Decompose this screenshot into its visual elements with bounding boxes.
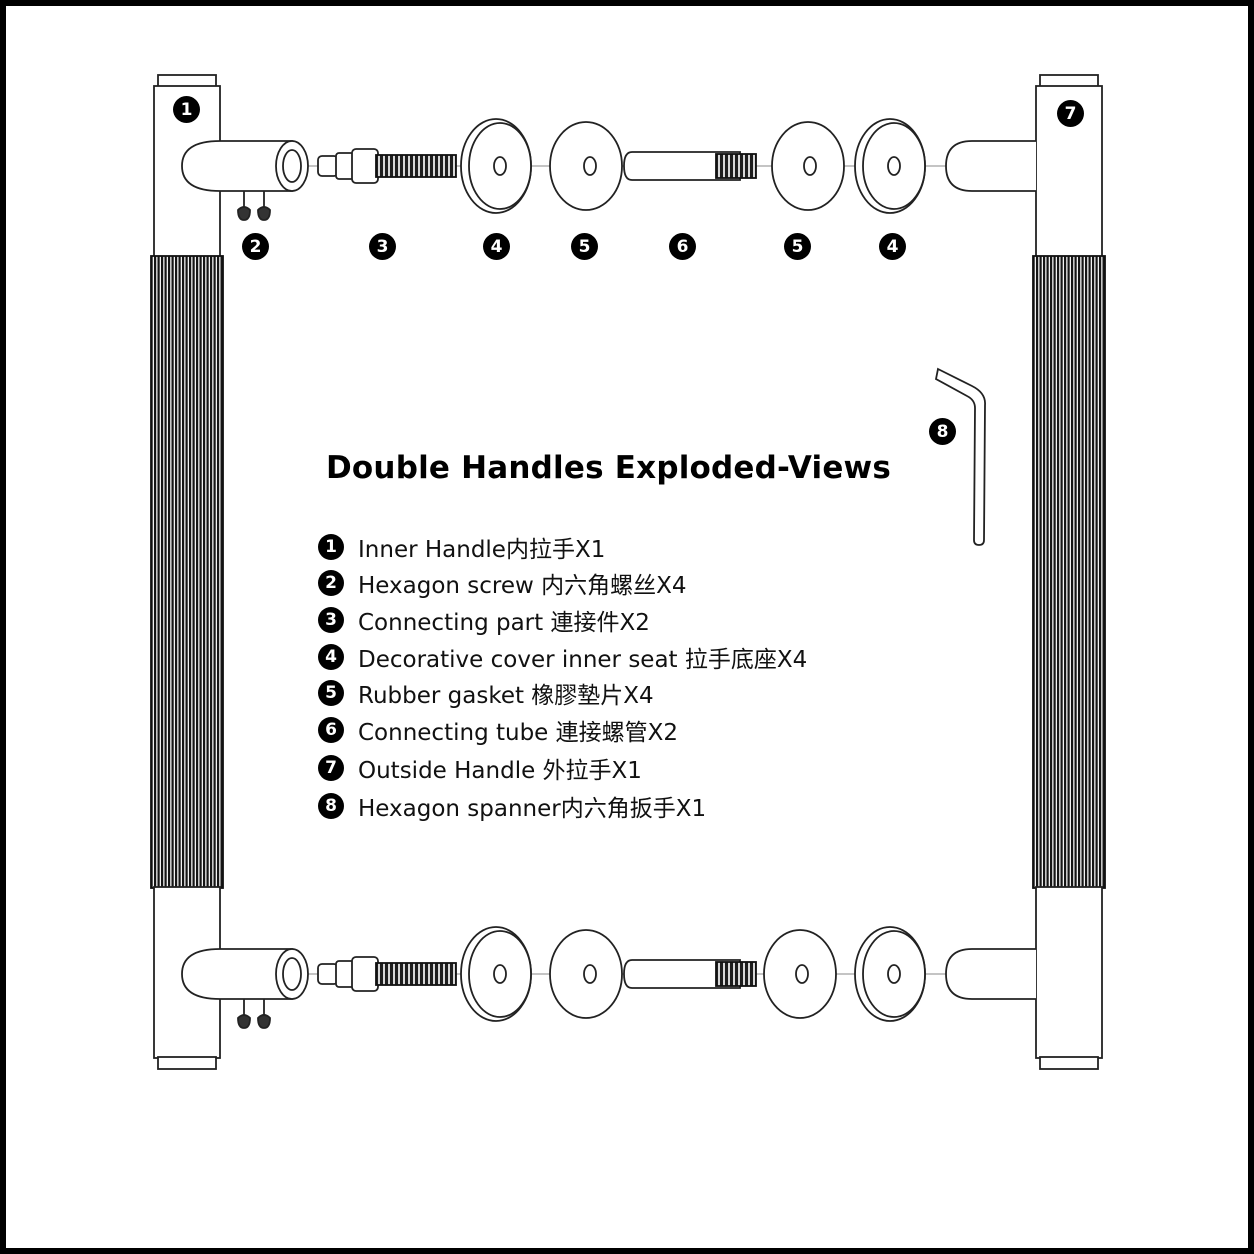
legend-item-label: Hexagon spanner内六角扳手X1 xyxy=(358,796,707,822)
callout-5a: 5 xyxy=(571,233,598,260)
callout-8: 8 xyxy=(929,418,956,445)
outside-handle-leg-top xyxy=(945,140,1036,192)
callout-1: 1 xyxy=(173,96,200,123)
connecting-tube-top xyxy=(623,151,757,181)
decorative-cover-top-left xyxy=(460,118,532,214)
outside-handle-right xyxy=(1032,74,1106,1070)
legend-item-label: Connecting part 連接件X2 xyxy=(358,610,650,636)
legend-item-label: Hexagon screw 内六角螺丝X4 xyxy=(358,573,687,599)
legend-number-badge: 1 xyxy=(318,534,344,560)
legend-number-badge: 2 xyxy=(318,570,344,596)
diagram-title: Double Handles Exploded-Views xyxy=(326,450,892,486)
hexagon-screws-top xyxy=(237,191,271,221)
callout-2: 2 xyxy=(242,233,269,260)
top-assembly-row xyxy=(181,118,1036,221)
decorative-cover-bottom-right xyxy=(854,926,926,1022)
decorative-cover-bottom-left xyxy=(460,926,532,1022)
legend-item: 5 Rubber gasket 橡膠墊片X4 xyxy=(318,676,654,710)
legend-item: 3 Connecting part 連接件X2 xyxy=(318,603,650,637)
rubber-gasket-bottom-left xyxy=(549,929,623,1019)
legend-item: 4 Decorative cover inner seat 拉手底座X4 xyxy=(318,640,807,674)
legend-item: 8 Hexagon spanner内六角扳手X1 xyxy=(318,789,706,823)
legend-item: 6 Connecting tube 連接螺管X2 xyxy=(318,713,678,747)
rubber-gasket-top-left xyxy=(549,121,623,211)
legend-item: 1 Inner Handle内拉手X1 xyxy=(318,530,605,564)
legend-item-label: Connecting tube 連接螺管X2 xyxy=(358,720,679,746)
inner-handle-leg-top xyxy=(181,140,293,192)
legend-number-badge: 3 xyxy=(318,607,344,633)
inner-handle-bottom-cap xyxy=(157,1056,217,1070)
callout-4b: 4 xyxy=(879,233,906,260)
bottom-assembly-row xyxy=(181,926,1036,1029)
legend-number-badge: 4 xyxy=(318,644,344,670)
inner-handle-leg-bottom xyxy=(181,948,293,1000)
decorative-cover-top-right xyxy=(854,118,926,214)
legend-item: 2 Hexagon screw 内六角螺丝X4 xyxy=(318,566,687,600)
legend-item-label: Decorative cover inner seat 拉手底座X4 xyxy=(358,647,808,673)
outside-handle-lower-shaft xyxy=(1035,886,1103,1059)
legend-item: 7 Outside Handle 外拉手X1 xyxy=(318,751,642,785)
callout-7: 7 xyxy=(1057,100,1084,127)
inner-handle-left xyxy=(150,74,224,1070)
outside-handle-leg-bottom xyxy=(945,948,1036,1000)
legend-number-badge: 7 xyxy=(318,755,344,781)
legend-number-badge: 5 xyxy=(318,680,344,706)
callout-5b: 5 xyxy=(784,233,811,260)
hexagon-screws-bottom xyxy=(237,999,271,1029)
rubber-gasket-top-right xyxy=(771,121,845,211)
legend-number-badge: 6 xyxy=(318,717,344,743)
rubber-gasket-bottom-right xyxy=(763,929,837,1019)
legend-item-label: Inner Handle内拉手X1 xyxy=(358,537,606,563)
connecting-part-bottom xyxy=(317,956,457,992)
connecting-part-top xyxy=(317,148,457,184)
callout-6: 6 xyxy=(669,233,696,260)
connecting-tube-bottom xyxy=(623,959,757,989)
inner-handle-grip xyxy=(150,255,224,889)
legend-number-badge: 8 xyxy=(318,793,344,819)
outside-handle-bottom-cap xyxy=(1039,1056,1099,1070)
hexagon-spanner xyxy=(934,367,986,546)
outside-handle-grip xyxy=(1032,255,1106,889)
callout-4a: 4 xyxy=(483,233,510,260)
legend-item-label: Outside Handle 外拉手X1 xyxy=(358,758,642,784)
callout-3: 3 xyxy=(369,233,396,260)
legend-item-label: Rubber gasket 橡膠墊片X4 xyxy=(358,683,654,709)
